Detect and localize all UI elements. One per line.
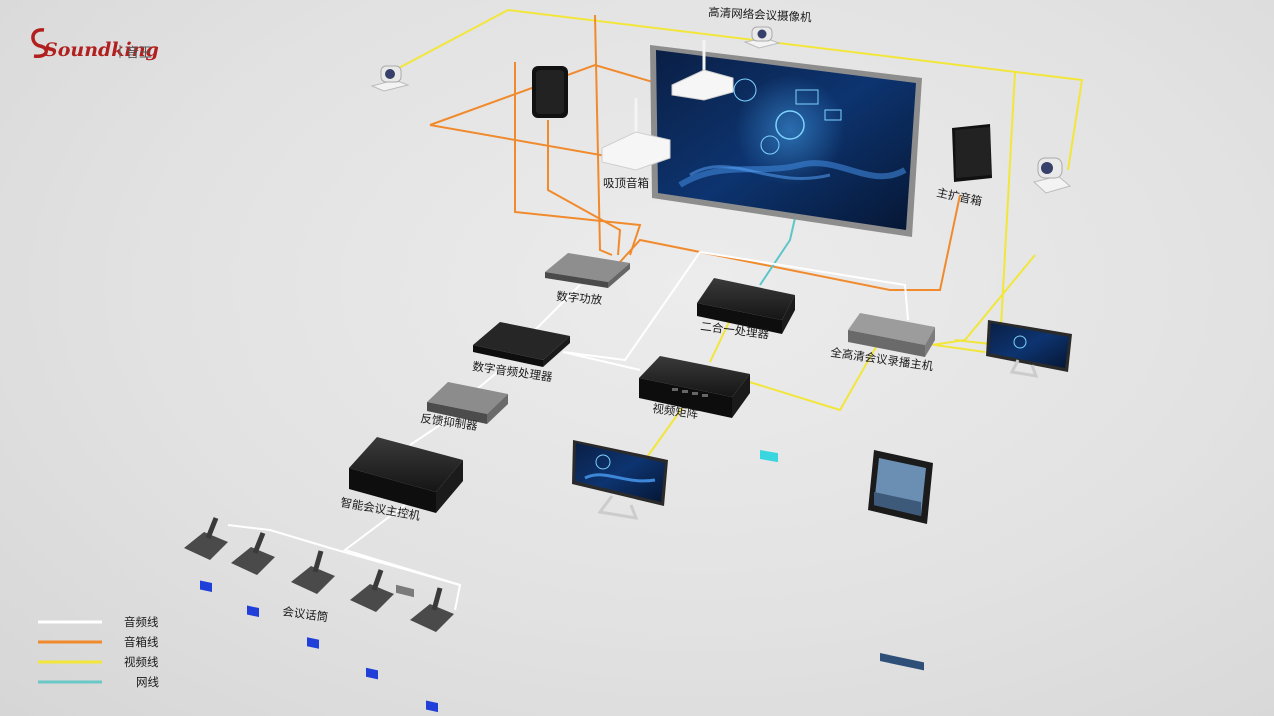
audio-cables <box>227 250 909 611</box>
mic-unit-1 <box>184 517 228 593</box>
main-display <box>650 45 922 237</box>
conference-microphones <box>184 517 454 713</box>
tablet <box>868 450 933 671</box>
display-panel-icon <box>760 450 778 463</box>
ceiling-speaker-label: 吸顶音箱 <box>603 176 649 190</box>
legend-label: 音箱线 <box>124 635 159 649</box>
legend-label: 视频线 <box>124 655 159 669</box>
digital-audio-processor <box>473 322 570 367</box>
video-cable-recorder <box>954 71 1016 347</box>
mic-unit-5 <box>410 587 454 713</box>
audio-cable-mic-chain <box>227 524 461 586</box>
two-in-one-processor <box>697 278 795 463</box>
logo-swoosh-icon <box>31 28 48 58</box>
mic-unit-4 <box>350 569 394 680</box>
audio-cable-host-mics <box>342 504 462 611</box>
ceiling-speaker-left <box>601 98 671 171</box>
network-cables <box>759 217 796 286</box>
legend: 音频线 音箱线 视频线 网线 <box>38 615 159 689</box>
video-cable-monitor <box>934 344 986 353</box>
logo-brand-cn: 音王 <box>126 45 152 61</box>
host-panel-icon <box>396 584 414 598</box>
mic-unit-2 <box>231 532 275 618</box>
audio-cable-dsp-recorder <box>562 250 909 362</box>
legend-item-speaker: 音箱线 <box>38 635 159 649</box>
conference-host <box>349 437 463 598</box>
hd-camera-label: 高清网络会议摄像机 <box>708 5 813 24</box>
digital-amp-label: 数字功放 <box>556 289 604 307</box>
right-monitor <box>986 320 1072 378</box>
logo-brand: Soundking <box>44 39 159 61</box>
audio-cable-amp-dsp <box>534 284 581 331</box>
video-cable-matrix-processor <box>709 319 731 363</box>
speaker-cable-main <box>619 194 961 291</box>
camera-top <box>743 26 781 49</box>
legend-label: 网线 <box>136 675 159 689</box>
legend-item-video: 视频线 <box>38 655 159 669</box>
main-speaker-right <box>952 124 992 182</box>
video-cable-cameras <box>394 8 1084 171</box>
conference-mics-label: 会议话筒 <box>282 604 330 624</box>
legend-item-audio: 音频线 <box>38 615 159 629</box>
mic-unit-3 <box>291 550 335 649</box>
hd-recording-host <box>848 313 935 357</box>
network-cable-screen <box>759 217 796 286</box>
video-cable-right-camera <box>931 254 1036 346</box>
soundking-logo: Soundking 音王 <box>31 28 159 61</box>
audio-cable-feedback-host <box>409 414 456 446</box>
video-cable-matrix-recorder <box>742 339 881 412</box>
main-speaker-left <box>532 66 568 118</box>
speaker-cable-e <box>547 120 622 256</box>
speaker-cable-b <box>514 62 642 256</box>
speaker-cable-a <box>594 14 613 256</box>
ceiling-speaker-right <box>671 40 734 101</box>
main-speaker-label: 主扩音箱 <box>935 185 983 208</box>
camera-left <box>370 65 410 92</box>
legend-label: 音频线 <box>124 615 159 629</box>
legend-item-network: 网线 <box>38 675 159 689</box>
video-matrix <box>639 356 750 418</box>
audio-cable-dsp-matrix <box>562 351 641 371</box>
feedback-suppressor <box>427 382 508 424</box>
video-matrix-label: 视频矩阵 <box>652 401 700 421</box>
camera-right <box>1032 157 1072 194</box>
center-monitor <box>572 440 668 520</box>
digital-amplifier <box>545 253 630 288</box>
